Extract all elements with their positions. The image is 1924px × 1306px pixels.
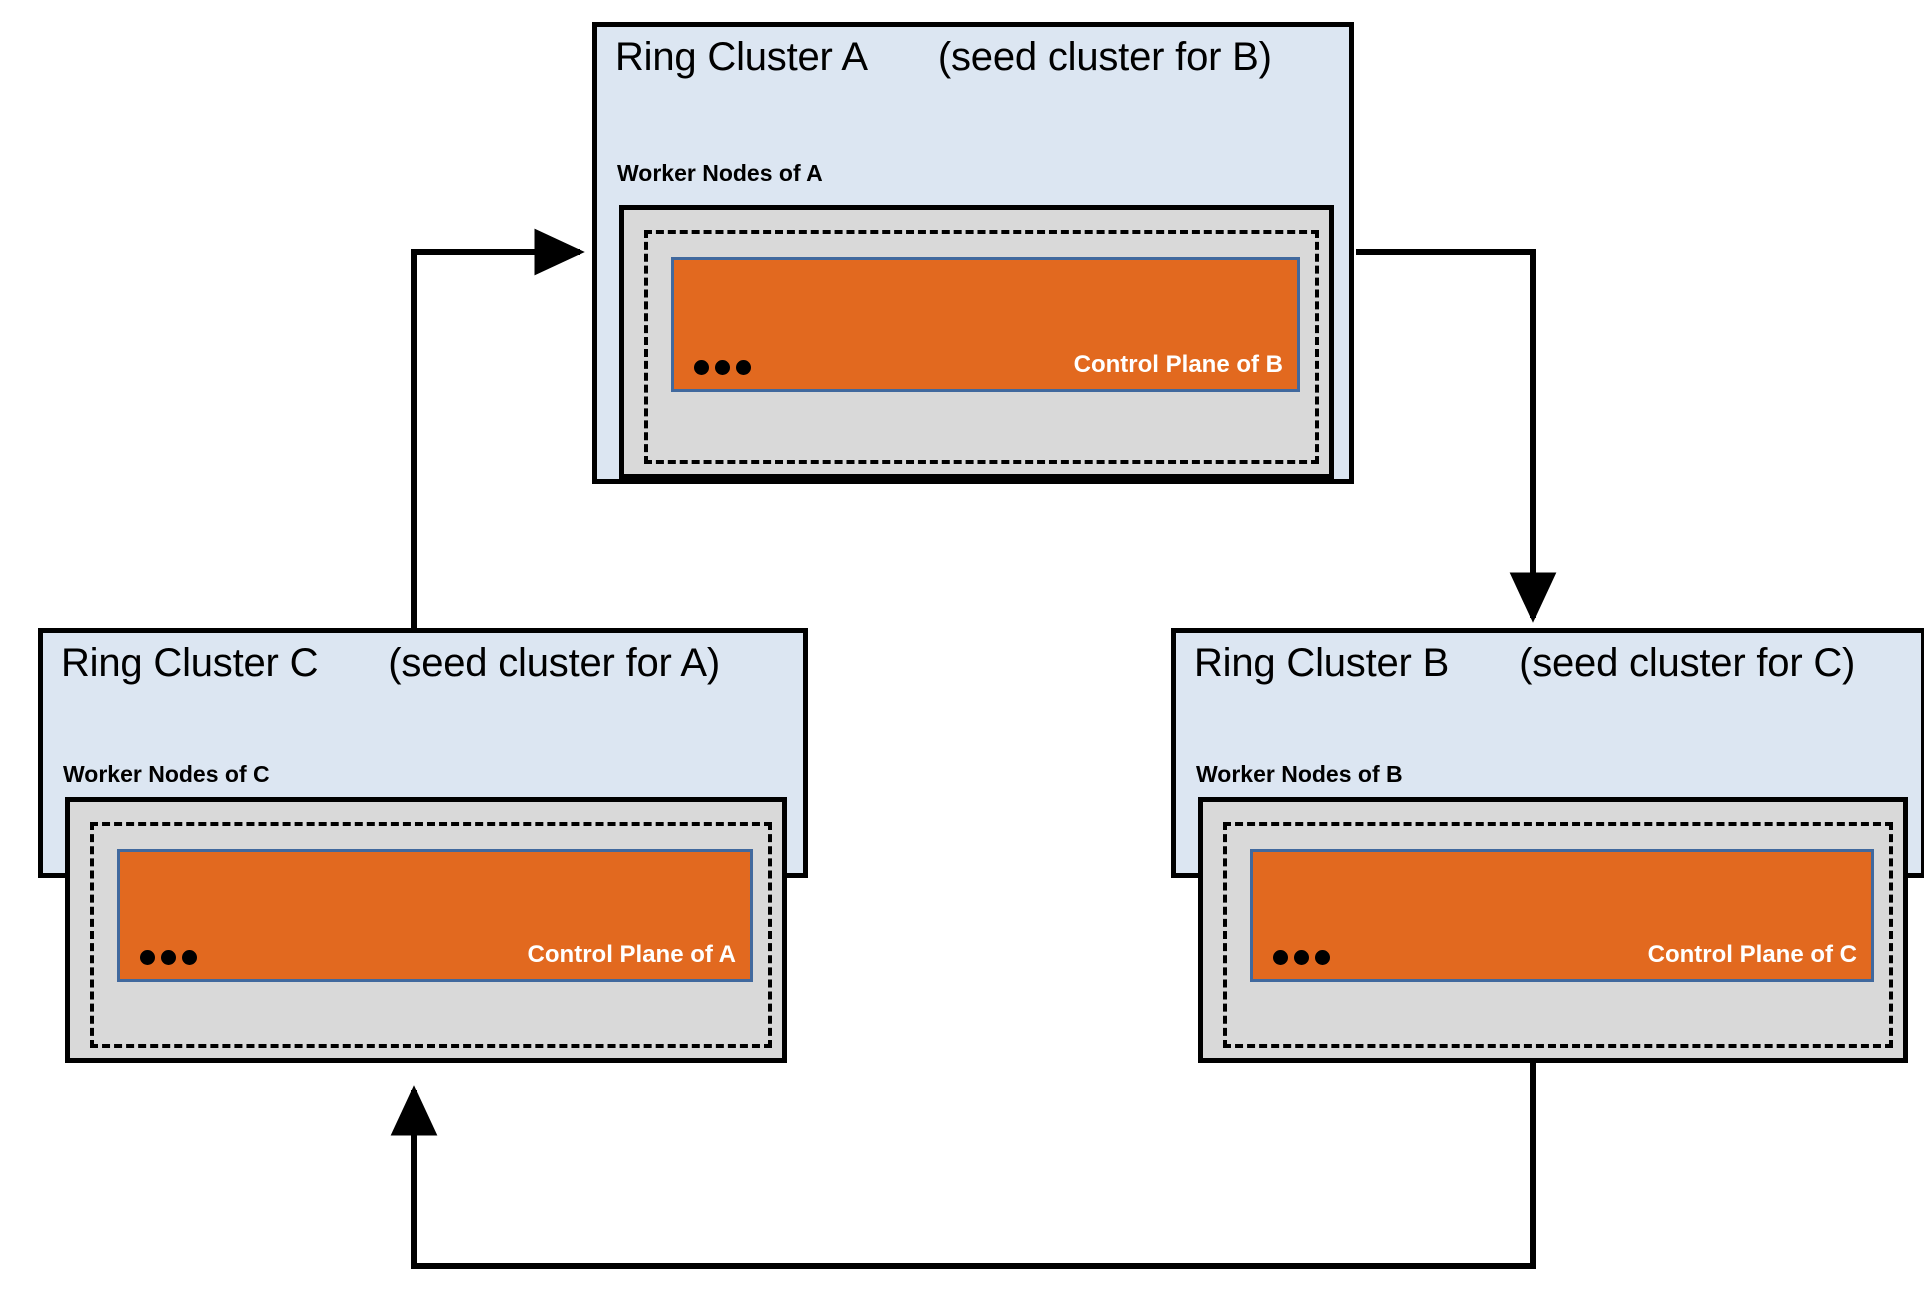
- ellipsis-icon-b: [1273, 950, 1330, 965]
- cluster-subtitle-b: (seed cluster for C): [1519, 641, 1856, 685]
- cluster-title-b: Ring Cluster B: [1194, 641, 1450, 685]
- control-plane-label-a: Control Plane of A: [527, 941, 736, 968]
- worker-node-group-a: Control Plane of B: [644, 230, 1319, 464]
- cluster-header-c: Ring Cluster C (seed cluster for A): [61, 641, 720, 686]
- worker-nodes-label-c: Worker Nodes of C: [63, 761, 270, 787]
- control-plane-box-a[interactable]: Control Plane of A: [117, 849, 753, 982]
- connector-a-to-b: [1356, 249, 1557, 623]
- cluster-box-b[interactable]: Ring Cluster B (seed cluster for C) Work…: [1171, 628, 1924, 1063]
- worker-nodes-label-b: Worker Nodes of B: [1196, 761, 1403, 787]
- cluster-subtitle-c: (seed cluster for A): [388, 641, 720, 685]
- ellipsis-icon-c: [140, 950, 197, 965]
- ellipsis-icon-a: [694, 360, 751, 375]
- worker-nodes-box-b: Control Plane of C: [1198, 797, 1908, 1063]
- control-plane-box-c[interactable]: Control Plane of C: [1250, 849, 1874, 982]
- control-plane-label-b: Control Plane of B: [1073, 351, 1283, 378]
- control-plane-label-c: Control Plane of C: [1647, 941, 1857, 968]
- worker-nodes-box-a: Control Plane of B: [619, 205, 1334, 479]
- worker-node-group-b: Control Plane of C: [1223, 822, 1893, 1048]
- cluster-header-b: Ring Cluster B (seed cluster for C): [1194, 641, 1855, 686]
- cluster-title-c: Ring Cluster C: [61, 641, 319, 685]
- cluster-title-a: Ring Cluster A: [615, 35, 868, 79]
- worker-node-group-c: Control Plane of A: [90, 822, 772, 1048]
- connector-c-to-a: [411, 228, 585, 630]
- cluster-box-c[interactable]: Ring Cluster C (seed cluster for A) Work…: [38, 628, 808, 1063]
- cluster-subtitle-a: (seed cluster for B): [937, 35, 1272, 79]
- control-plane-box-b[interactable]: Control Plane of B: [671, 257, 1300, 392]
- cluster-box-a[interactable]: Ring Cluster A (seed cluster for B) Work…: [592, 22, 1354, 484]
- cluster-header-a: Ring Cluster A (seed cluster for B): [615, 35, 1272, 80]
- worker-nodes-label-a: Worker Nodes of A: [617, 160, 823, 186]
- worker-nodes-box-c: Control Plane of A: [65, 797, 787, 1063]
